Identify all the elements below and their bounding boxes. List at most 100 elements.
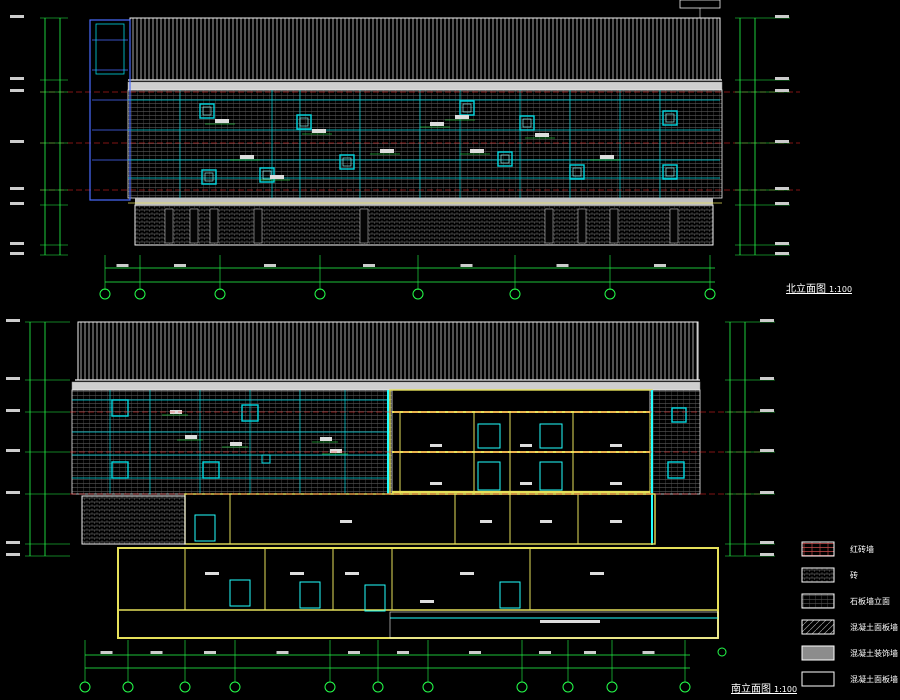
north-left-level-text [10, 252, 24, 255]
north-window-inner [202, 106, 212, 116]
south-elevation-title-text: 南立面图 [731, 684, 771, 695]
north-window [199, 103, 215, 119]
south-right-level-text [760, 409, 774, 412]
south-basement-outline [117, 547, 719, 639]
north-right-level-text [775, 187, 789, 190]
south-dim-text [100, 651, 113, 654]
legend-swatch-panel [801, 593, 835, 609]
north-left-level-text [10, 242, 24, 245]
north-ground-opening [544, 208, 554, 244]
south-basement-label [420, 600, 434, 603]
south-dim-text [276, 651, 289, 654]
north-plinth-band [135, 198, 713, 205]
north-ground-opening [669, 208, 679, 244]
legend-swatch-plain [801, 671, 835, 687]
south-dim-text [348, 651, 360, 654]
south-dim-text [539, 651, 551, 654]
north-ground-opening [577, 208, 587, 244]
north-ground-opening [164, 208, 174, 244]
north-dim-text [116, 264, 129, 267]
south-left-level-text [6, 553, 20, 556]
south-small-window [261, 454, 271, 464]
south-basement-label [345, 572, 359, 575]
north-left-level-text [10, 77, 24, 80]
south-right-level-text [760, 553, 774, 556]
north-right-level-text [775, 242, 789, 245]
south-room-label [540, 520, 552, 523]
south-annotation-tag [230, 442, 242, 446]
north-annotation-tag [535, 133, 549, 137]
north-dim-text [363, 264, 375, 267]
north-window-inner [522, 118, 532, 128]
north-axis-bubble [704, 288, 716, 300]
south-right-level-text [760, 377, 774, 380]
south-basement-door [229, 579, 251, 607]
south-room-label [610, 520, 622, 523]
north-axis-bubble [134, 288, 146, 300]
north-right-level-text [775, 202, 789, 205]
north-right-level-text [775, 77, 789, 80]
north-annotation-tag [430, 122, 444, 126]
south-annotation-tag [170, 410, 182, 414]
south-axis-bubble [179, 681, 191, 693]
south-room-label [480, 520, 492, 523]
south-axis-bubble [422, 681, 434, 693]
south-section-door [539, 423, 563, 449]
north-window-inner [299, 117, 309, 127]
south-ground-wall [81, 495, 186, 545]
north-axis-bubble [604, 288, 616, 300]
south-basement-text [540, 620, 600, 623]
north-left-level-text [10, 140, 24, 143]
legend-swatch-brick [801, 541, 835, 557]
south-axis-bubble [606, 681, 618, 693]
north-axis-bubble [509, 288, 521, 300]
north-window-inner [204, 172, 214, 182]
south-window [671, 407, 687, 423]
north-annotation-tag [455, 115, 469, 119]
south-dim-text [397, 651, 409, 654]
south-annotation-tag [185, 435, 197, 439]
south-roof-louvers [77, 321, 699, 381]
south-dim-text [204, 651, 216, 654]
north-dim-text [654, 264, 666, 267]
north-window-inner [342, 157, 352, 167]
north-ground-opening [609, 208, 619, 244]
south-axis-bubble [79, 681, 91, 693]
south-annotation-tag [330, 449, 342, 453]
north-annotation-tag [240, 155, 254, 159]
south-basement-label [290, 572, 304, 575]
south-right-level-text [760, 541, 774, 544]
south-basement-door [364, 584, 386, 612]
north-axis-bubble [412, 288, 424, 300]
north-window-inner [665, 167, 675, 177]
legend-label: 砖 [850, 570, 858, 580]
north-annotation-tag [312, 129, 326, 133]
south-cornice [71, 381, 701, 391]
north-dim-text [264, 264, 276, 267]
north-upper-wall [127, 89, 723, 199]
legend-label: 石板墙立面 [850, 596, 890, 606]
south-left-level-text [6, 541, 20, 544]
south-window [111, 461, 129, 479]
south-title-underline [731, 693, 798, 694]
south-elevation-scale: 1:100 [774, 685, 798, 694]
north-window-inner [500, 154, 510, 164]
south-room-label [610, 482, 622, 485]
north-right-level-text [775, 252, 789, 255]
north-dim-text [460, 264, 473, 267]
south-left-level-text [6, 491, 20, 494]
north-elevation-title-text: 北立面图 [786, 284, 826, 295]
legend-label: 混凝土面板墙 [850, 674, 898, 684]
south-right-level-text [760, 319, 774, 322]
south-axis-bubble [679, 681, 691, 693]
north-ground-wall [134, 204, 714, 246]
south-dim-text [469, 651, 481, 654]
south-basement-door [299, 581, 321, 609]
south-axis-bubble [562, 681, 574, 693]
north-left-level-text [10, 187, 24, 190]
legend-swatch-solid [801, 645, 835, 661]
north-right-level-text [775, 15, 789, 18]
